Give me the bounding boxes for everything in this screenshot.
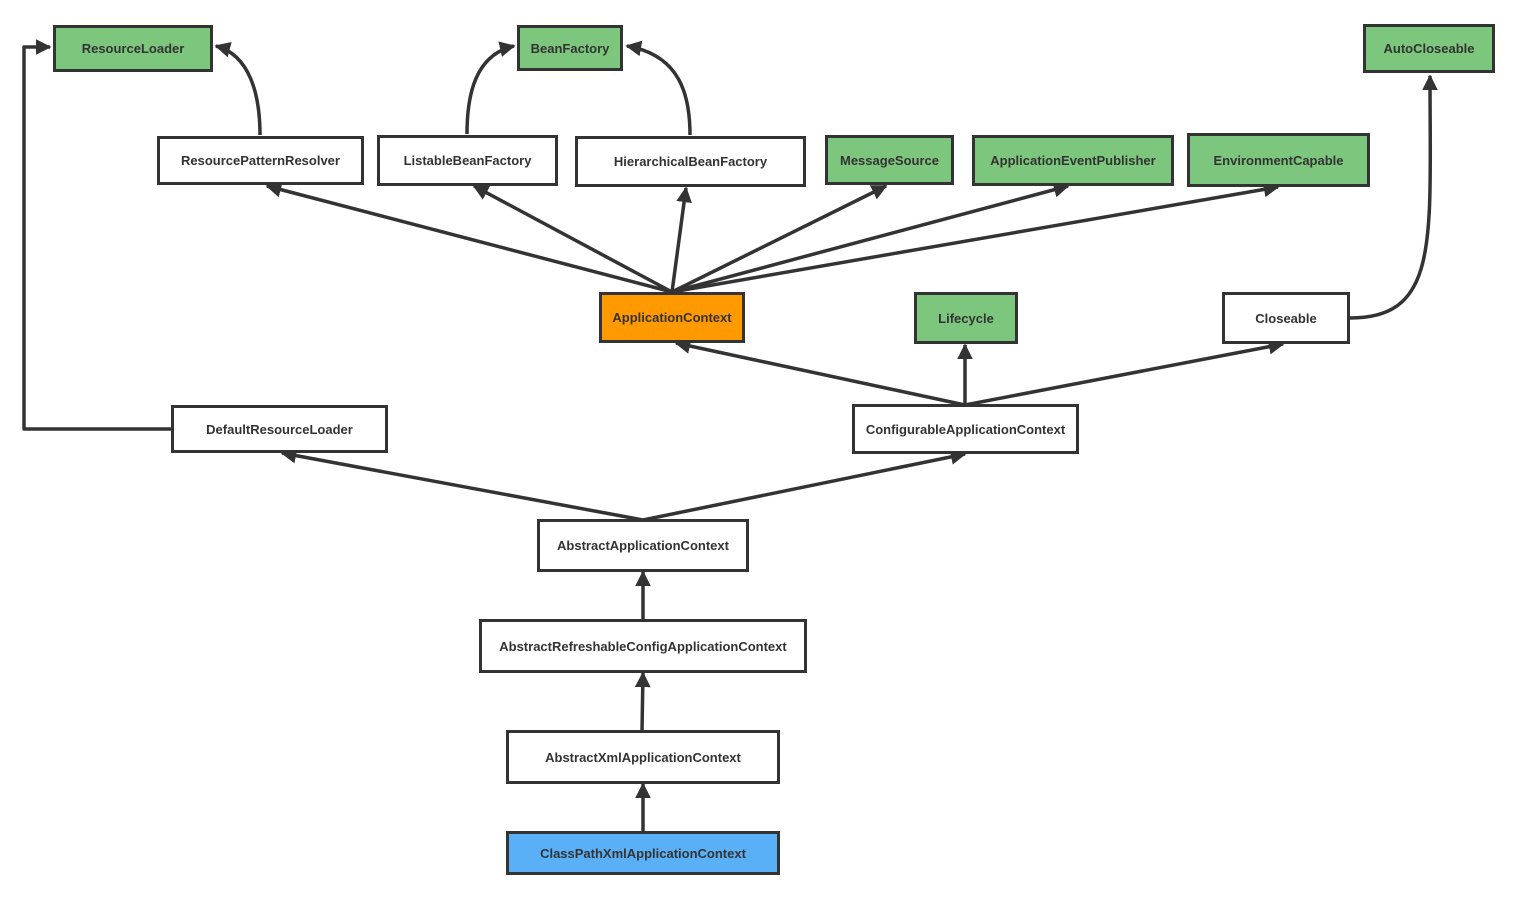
edge-applicationcontext-to-messagesource xyxy=(671,184,888,294)
node-closeable: Closeable xyxy=(1222,292,1350,344)
node-hierarchical-bean-factory: HierarchicalBeanFactory xyxy=(575,136,806,187)
node-message-source: MessageSource xyxy=(825,135,954,185)
node-configurable-application-context: ConfigurableApplicationContext xyxy=(852,404,1079,454)
node-default-resource-loader: DefaultResourceLoader xyxy=(171,405,388,453)
node-application-context: ApplicationContext xyxy=(599,292,745,343)
edge-abstractapplicationcontext-to-defaultresourceloader xyxy=(280,447,644,522)
node-abstract-xml-application-context: AbstractXmlApplicationContext xyxy=(506,730,780,784)
edge-applicationcontext-to-applicationeventpublisher xyxy=(671,182,1070,294)
edge-configurable-to-closeable xyxy=(964,338,1285,407)
node-bean-factory: BeanFactory xyxy=(517,25,623,71)
node-abstract-refreshable-config-application-context: AbstractRefreshableConfigApplicationCont… xyxy=(479,619,807,673)
node-auto-closeable: AutoCloseable xyxy=(1363,24,1495,73)
edge-listablebeanfactory-to-beanfactory xyxy=(465,41,516,135)
edge-applicationcontext-to-hierarchicalbeanfactory xyxy=(670,186,692,293)
node-listable-bean-factory: ListableBeanFactory xyxy=(377,135,558,186)
node-class-path-xml-application-context: ClassPathXmlApplicationContext xyxy=(506,831,780,875)
node-environment-capable: EnvironmentCapable xyxy=(1187,133,1370,187)
node-application-event-publisher: ApplicationEventPublisher xyxy=(972,135,1174,186)
node-resource-pattern-resolver: ResourcePatternResolver xyxy=(157,136,364,185)
edge-abstractapplicationcontext-to-configurable xyxy=(642,449,967,522)
node-abstract-application-context: AbstractApplicationContext xyxy=(537,519,749,572)
edge-defaultresourceloader-to-resourceloader xyxy=(22,39,172,431)
edge-abstractxml-to-abstractrefreshable xyxy=(634,671,651,732)
edge-applicationcontext-to-environmentcapable xyxy=(671,181,1280,294)
node-resource-loader: ResourceLoader xyxy=(53,25,213,72)
edge-applicationcontext-to-resourcepatternresolver xyxy=(265,181,673,294)
node-lifecycle: Lifecycle xyxy=(914,292,1018,344)
edge-resourcepatternresolver-to-resourceloader xyxy=(214,42,262,136)
edge-configurable-to-applicationcontext xyxy=(674,338,966,407)
edge-closeable-to-autocloseable xyxy=(1349,74,1438,320)
edge-applicationcontext-to-listablebeanfactory xyxy=(472,184,673,294)
edge-hierarchicalbeanfactory-to-beanfactory xyxy=(625,40,692,136)
